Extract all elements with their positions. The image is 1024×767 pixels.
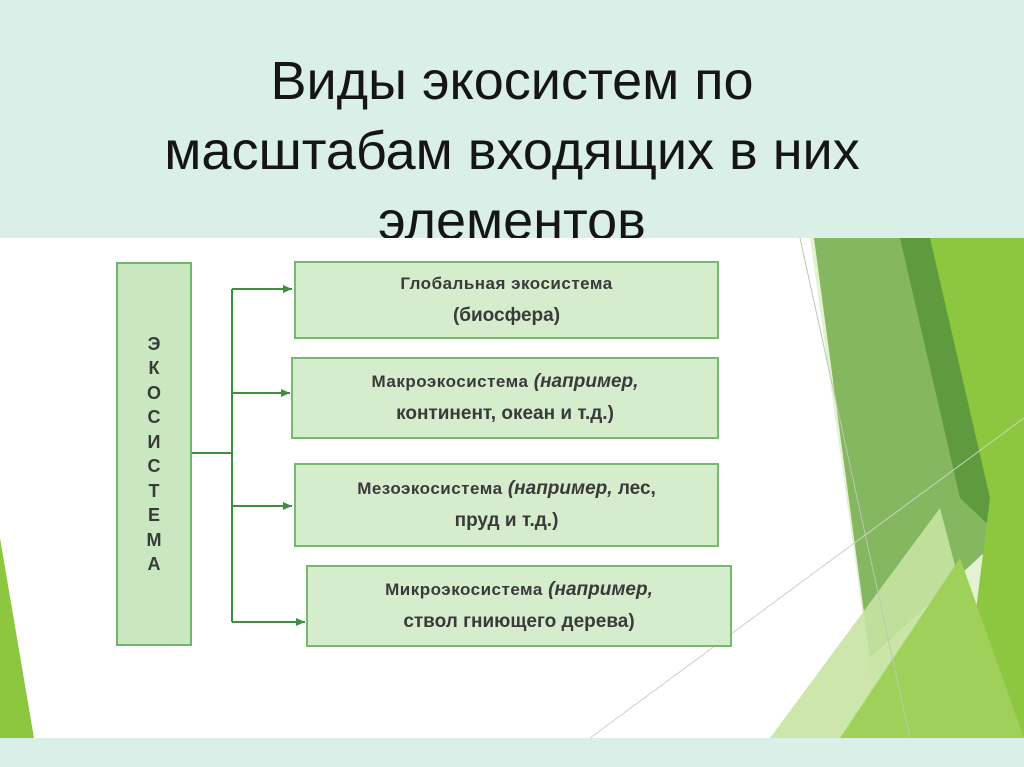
node-text: пруд и т.д.) bbox=[454, 510, 559, 531]
node-text: лес, bbox=[617, 478, 656, 499]
node-text: Глобальная экосистема bbox=[400, 274, 613, 293]
node-text: Макроэкосистема bbox=[371, 372, 529, 391]
node-example-text: (например, bbox=[507, 478, 613, 499]
slide-title: Виды экосистем по масштабам входящих в н… bbox=[0, 46, 1024, 238]
node-line: Глобальная экосистема bbox=[400, 268, 612, 300]
root-letter: К bbox=[148, 358, 160, 378]
deco-thin-line-1 bbox=[799, 238, 911, 738]
title-line-3: элементов bbox=[378, 191, 646, 238]
node-example-text: (например, bbox=[548, 579, 653, 600]
root-letter: Е bbox=[147, 505, 160, 525]
decorative-triangles bbox=[0, 238, 1024, 738]
node-text: Микроэкосистема bbox=[385, 580, 543, 599]
title-line-1: Виды экосистем по bbox=[270, 51, 754, 111]
root-letter: А bbox=[147, 554, 161, 574]
ecosystem-root-box: Э К О С И С Т Е М А bbox=[116, 262, 192, 646]
global-ecosystem-box: Глобальная экосистема (биосфера) bbox=[294, 261, 719, 339]
bottom-strip bbox=[0, 738, 1024, 767]
root-letter: Т bbox=[148, 480, 160, 501]
title-band: Виды экосистем по масштабам входящих в н… bbox=[0, 0, 1024, 238]
deco-lime-triangle bbox=[840, 558, 1024, 738]
node-line: (биосфера) bbox=[453, 300, 560, 332]
node-line: Макроэкосистема (например, bbox=[372, 366, 639, 398]
deco-left-sliver bbox=[0, 538, 34, 738]
deco-thin-line-2 bbox=[589, 417, 1024, 738]
root-letter: М bbox=[146, 529, 162, 550]
root-letter: И bbox=[147, 431, 161, 452]
meso-ecosystem-box: Мезоэкосистема (например, лес, пруд и т.… bbox=[294, 463, 719, 547]
node-line: Мезоэкосистема (например, лес, bbox=[357, 473, 656, 505]
node-line: Микроэкосистема (например, bbox=[385, 574, 653, 606]
macro-ecosystem-box: Макроэкосистема (например, континент, ок… bbox=[291, 357, 719, 439]
node-text: Мезоэкосистема bbox=[357, 479, 503, 498]
micro-ecosystem-box: Микроэкосистема (например, ствол гниющег… bbox=[306, 565, 732, 647]
root-letter: С bbox=[147, 407, 161, 427]
node-line: ствол гниющего дерева) bbox=[403, 606, 634, 638]
node-text: (биосфера) bbox=[452, 305, 561, 326]
root-letter: О bbox=[146, 382, 161, 403]
node-line: континент, океан и т.д.) bbox=[396, 398, 614, 430]
root-letter: Э bbox=[147, 333, 161, 354]
node-line: пруд и т.д.) bbox=[455, 505, 559, 537]
deco-bright-green bbox=[930, 238, 1024, 738]
node-example-text: (например, bbox=[533, 371, 639, 392]
root-letter: С bbox=[147, 456, 161, 476]
title-line-2: масштабам входящих в них bbox=[164, 121, 860, 181]
node-text: ствол гниющего дерева) bbox=[403, 611, 635, 632]
node-text: континент, океан и т.д.) bbox=[396, 403, 614, 424]
